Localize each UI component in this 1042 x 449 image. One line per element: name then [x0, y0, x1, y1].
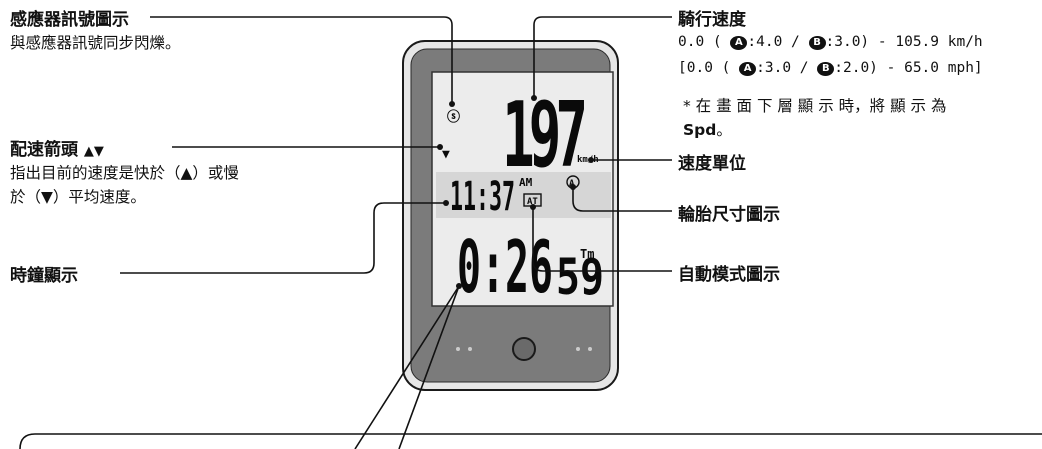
speed-callout-title: 騎行速度 [678, 10, 746, 30]
auto-mode-callout-title: 自動模式圖示 [678, 265, 780, 285]
tire-a-badge: A [730, 36, 748, 50]
clock-callout-title: 時鐘顯示 [10, 266, 78, 286]
speed-unit-label: km/h [577, 155, 599, 165]
ride-time-seconds: 59 [556, 248, 604, 306]
pace-arrow-callout-desc-1: 指出目前的速度是快於（▲）或慢 [10, 164, 239, 182]
speed-readout: 197 [502, 83, 584, 188]
speed-range-kmh: 0.0 ( A:4.0 / B:3.0) - 105.9 km/h [678, 34, 983, 50]
auto-mode-icon: AT [527, 197, 538, 207]
sensor-icon-callout-desc: 與感應器訊號同步閃爍。 [10, 34, 181, 52]
speed-note-line-1: * 在 畫 面 下 層 顯 示 時，將 顯 示 為 [683, 97, 947, 115]
pace-arrow-callout-title: 配速箭頭 ▲▼ [10, 140, 104, 160]
pace-arrow-callout-desc-2: 於（▼）平均速度。 [10, 188, 146, 206]
pace-arrow-down-icon: ▼ [442, 147, 450, 162]
tire-size-icon: A [569, 179, 575, 189]
clock-readout: 11:37 [450, 174, 515, 220]
speed-unit-callout-title: 速度單位 [678, 154, 746, 174]
pace-arrows-icon: ▲▼ [83, 144, 104, 159]
sensor-signal-icon: ⓢ [447, 109, 460, 125]
tm-indicator: Tm [580, 247, 594, 261]
tire-a-badge: A [739, 62, 757, 76]
mode-button [512, 337, 536, 361]
sensor-icon-callout-title: 感應器訊號圖示 [10, 10, 129, 30]
am-indicator: AM [519, 176, 533, 189]
speed-note-line-2: Spd。 [683, 121, 732, 139]
tire-size-callout-title: 輪胎尺寸圖示 [678, 205, 780, 225]
ride-time-readout: 0:26 [457, 225, 553, 309]
speed-range-mph: [0.0 ( A:3.0 / B:2.0) - 65.0 mph] [678, 60, 983, 76]
tire-b-badge: B [817, 62, 835, 76]
tire-b-badge: B [808, 36, 826, 50]
